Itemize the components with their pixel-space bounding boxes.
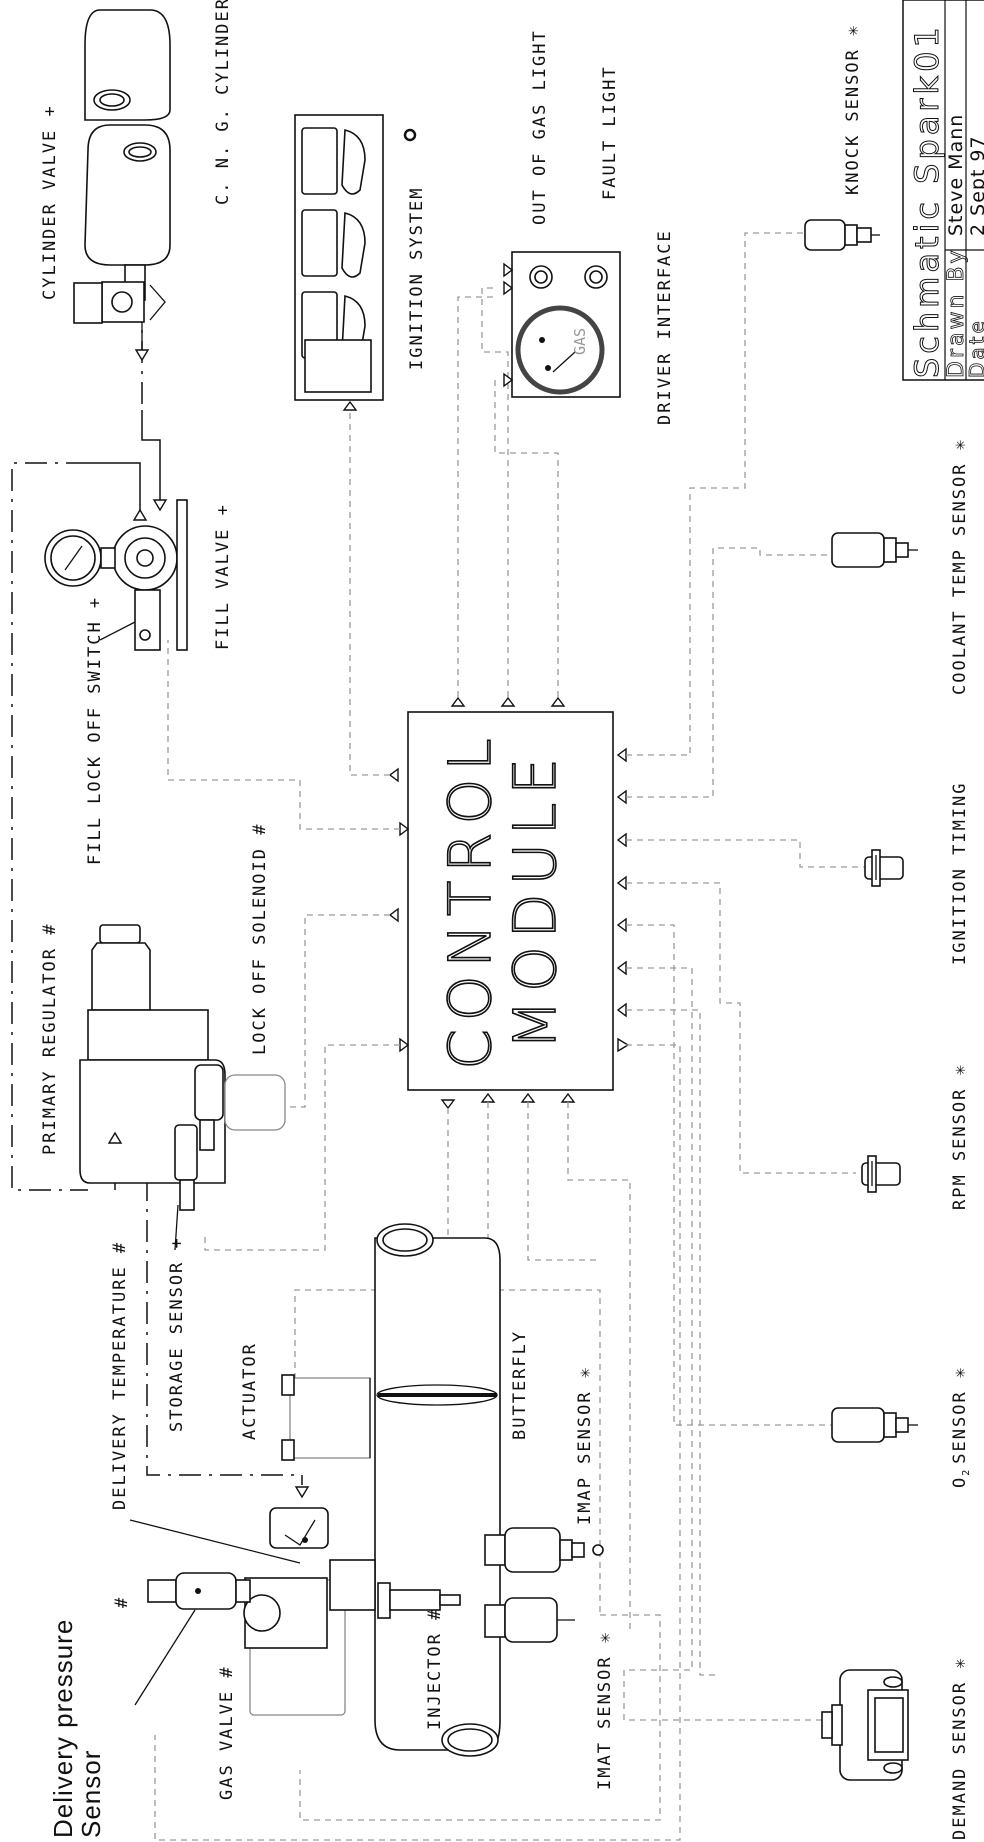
fill-lock-off-switch-label: FILL LOCK OFF SWITCH + (85, 596, 105, 865)
drawn-by-label: Drawn By (944, 247, 969, 378)
imat-sensor-graphic (484, 1597, 575, 1643)
delivery-pressure-hash: # (112, 1596, 132, 1608)
delivery-pressure-label-line2: Sensor (76, 1750, 106, 1838)
control-module-line2: MODULE (501, 750, 569, 1050)
cylinder-valve-label: CYLINDER VALVE + (40, 104, 60, 300)
primary-regulator-graphic (79, 924, 286, 1251)
lock-off-solenoid-label: LOCK OFF SOLENOID # (250, 823, 270, 1055)
cng-cylinder-label: C. N. G. CYLINDER + (213, 0, 233, 205)
date-label: Date (965, 318, 984, 378)
storage-sensor-label: STORAGE SENSOR + (167, 1236, 187, 1432)
demand-sensor-graphic (821, 1669, 909, 1781)
module-connectors (388, 696, 630, 1110)
gas-gauge-label: GAS (571, 328, 589, 355)
delivery-pressure-sensor-graphic (134, 1572, 251, 1706)
delivery-temperature-label: DELIVERY TEMPERATURE # (110, 1241, 130, 1510)
gas-valve-label: GAS VALVE # (217, 1665, 237, 1800)
labels: CYLINDER VALVE + C. N. G. CYLINDER + FIL… (40, 0, 972, 1840)
ignition-timing-sensor-graphic (864, 849, 904, 887)
butterfly-label: BUTTERFLY (510, 1330, 530, 1440)
ignition-system-graphic (294, 114, 384, 411)
knock-sensor-label: KNOCK SENSOR ✳ (843, 24, 863, 195)
date-value: 2 Sept 97 (967, 135, 984, 236)
ignition-timing-label: IGNITION TIMING (950, 781, 970, 965)
coolant-temp-sensor-graphic (831, 532, 918, 568)
title-block: Schmatic Spark01 Drawn By Steve Mann Dat… (902, 0, 984, 381)
control-module: CONTROL MODULE (407, 711, 614, 1091)
imap-sensor-graphic (484, 1527, 604, 1573)
fault-light-label: FAULT LIGHT (600, 65, 620, 200)
coolant-temp-sensor-label: COOLANT TEMP SENSOR ✳ (950, 438, 970, 695)
primary-regulator-label: PRIMARY REGULATOR # (40, 923, 60, 1155)
imat-sensor-label: IMAT SENSOR ✳ (595, 1631, 615, 1790)
injector-graphic (377, 1582, 461, 1619)
intake-body-graphic (281, 1223, 501, 1757)
fill-valve-label: FILL VALVE + (213, 503, 233, 650)
gas-valve-graphic (243, 1507, 376, 1716)
delivery-pressure-label-line1: Delivery pressure (48, 1619, 78, 1838)
o2-sensor-graphic (831, 1407, 918, 1443)
actuator-label: ACTUATOR (240, 1342, 260, 1440)
demand-sensor-label: DEMAND SENSOR ✳ (950, 1656, 970, 1840)
wiring (154, 232, 865, 1841)
fill-valve-graphic (44, 499, 188, 651)
cylinder-valve-graphic (73, 264, 166, 362)
ignition-system-marker-icon (403, 128, 417, 142)
imap-sensor-label: IMAP SENSOR ✳ (575, 1366, 595, 1525)
ignition-system-label: IGNITION SYSTEM (407, 186, 427, 370)
delivery-temperature-leader (129, 1519, 301, 1564)
title-block-title: Schmatic Spark01 (908, 23, 946, 378)
driver-interface-graphic: GAS (503, 251, 621, 398)
knock-sensor-graphic (804, 219, 880, 251)
injector-label: INJECTOR # (425, 1608, 445, 1730)
control-module-line1: CONTROL (436, 730, 504, 1069)
out-of-gas-light-label: OUT OF GAS LIGHT (530, 29, 550, 225)
o2-sensor-label: O2SENSOR ✳ (950, 1366, 972, 1488)
rpm-sensor-graphic (861, 1155, 901, 1193)
cng-cylinder-graphic (84, 9, 171, 266)
rpm-sensor-label: RPM SENSOR ✳ (950, 1063, 970, 1210)
drawn-by-value: Steve Mann (945, 114, 967, 236)
driver-interface-label: DRIVER INTERFACE (655, 229, 675, 425)
